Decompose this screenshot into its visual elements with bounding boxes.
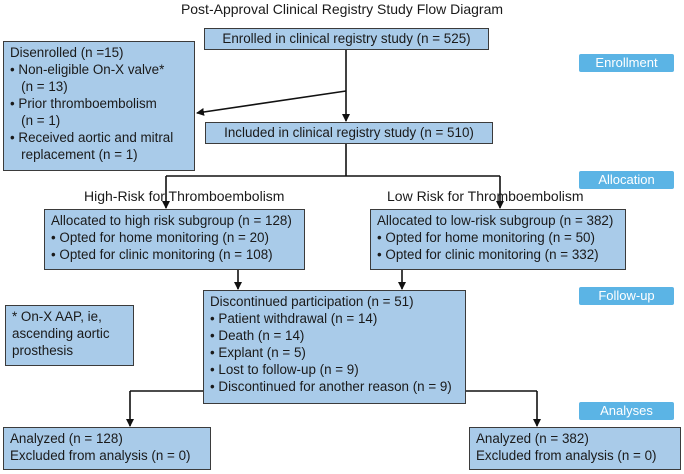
disenrolled-box: Disenrolled (n =15) • Non-eligible On-X … [3, 41, 195, 171]
analyzed-high-box: Analyzed (n = 128) Excluded from analysi… [3, 427, 211, 470]
high-risk-heading: High-Risk for Thromboembolism [84, 188, 285, 204]
analyzed-low-box: Analyzed (n = 382) Excluded from analysi… [469, 427, 681, 470]
disenrolled-line: (n = 1) [10, 113, 61, 128]
disenrolled-heading: Disenrolled (n =15) [10, 45, 124, 60]
low-risk-heading: Low Risk for Thromboembolism [387, 188, 584, 204]
disenrolled-line: replacement (n = 1) [10, 147, 138, 162]
arrow-to-disenrolled [196, 90, 347, 116]
discontinued-box: Discontinued participation (n = 51) • Pa… [203, 290, 466, 404]
discontinued-line: • Death (n = 14) [210, 328, 305, 343]
disenrolled-line: • Received aortic and mitral [10, 130, 174, 145]
high-risk-box: Allocated to high risk subgroup (n = 128… [44, 209, 305, 270]
included-text: Included in clinical registry study (n =… [224, 125, 474, 140]
discontinued-line: • Discontinued for another reason (n = 9… [210, 379, 452, 394]
analyzed-high-line: Analyzed (n = 128) [10, 431, 123, 446]
stage-tag-enrollment: Enrollment [579, 54, 674, 72]
analyzed-high-line: Excluded from analysis (n = 0) [10, 448, 191, 463]
included-box: Included in clinical registry study (n =… [205, 122, 493, 144]
diagram-title: Post-Approval Clinical Registry Study Fl… [180, 1, 504, 17]
discontinued-line: • Explant (n = 5) [210, 345, 306, 360]
footnote-line: ascending aortic [12, 326, 110, 341]
enrolled-box: Enrolled in clinical registry study (n =… [204, 28, 489, 50]
low-risk-line: • Opted for clinic monitoring (n = 332) [377, 247, 599, 262]
analyzed-low-line: Excluded from analysis (n = 0) [476, 448, 657, 463]
analyzed-low-line: Analyzed (n = 382) [476, 431, 589, 446]
low-risk-box: Allocated to low-risk subgroup (n = 382)… [370, 209, 626, 270]
high-risk-allocated: Allocated to high risk subgroup (n = 128… [51, 213, 292, 228]
low-risk-allocated: Allocated to low-risk subgroup (n = 382) [377, 213, 614, 228]
high-risk-line: • Opted for clinic monitoring (n = 108) [51, 247, 273, 262]
footnote-line: * On-X AAP, ie, [12, 309, 102, 324]
disenrolled-line: (n = 13) [10, 79, 68, 94]
footnote-box: * On-X AAP, ie, ascending aortic prosthe… [5, 305, 134, 366]
disenrolled-line: • Non-eligible On-X valve* [10, 62, 165, 77]
discontinued-line: • Lost to follow-up (n = 9) [210, 362, 359, 377]
stage-tag-analyses: Analyses [579, 402, 674, 420]
high-risk-line: • Opted for home monitoring (n = 20) [51, 230, 269, 245]
enrolled-text: Enrolled in clinical registry study (n =… [222, 31, 471, 46]
discontinued-line: • Patient withdrawal (n = 14) [210, 311, 378, 326]
disenrolled-line: • Prior thromboembolism [10, 96, 157, 111]
stage-tag-follow-up: Follow-up [579, 287, 674, 305]
stage-tag-allocation: Allocation [579, 171, 674, 189]
low-risk-line: • Opted for home monitoring (n = 50) [377, 230, 595, 245]
discontinued-heading: Discontinued participation (n = 51) [210, 294, 414, 309]
footnote-line: prosthesis [12, 343, 74, 358]
